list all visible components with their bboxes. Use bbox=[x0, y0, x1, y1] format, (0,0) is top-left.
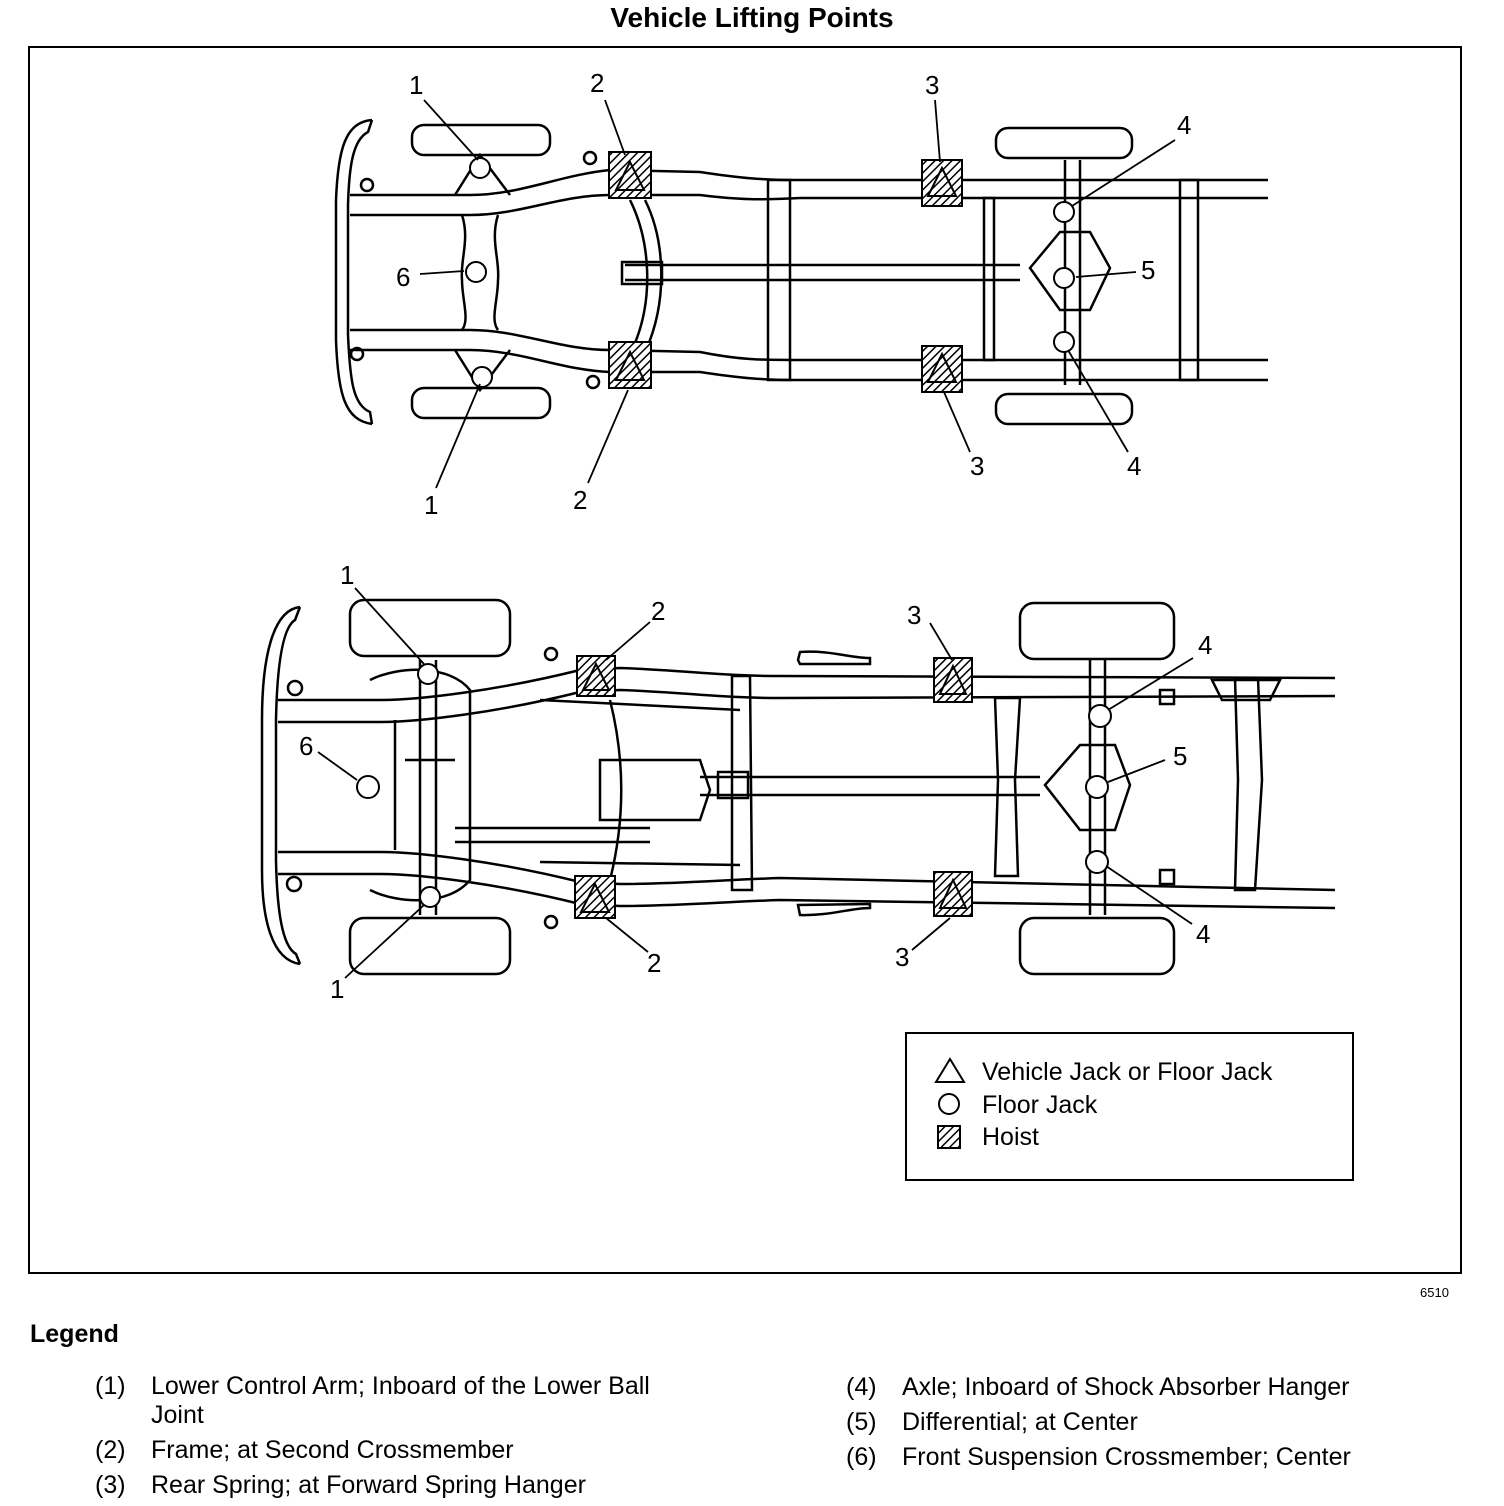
legend-item: (3) Rear Spring; at Forward Spring Hange… bbox=[95, 1471, 695, 1500]
callout-4-bottom-lower: 4 bbox=[1196, 919, 1210, 949]
bottom-leader-lines bbox=[317, 587, 1194, 979]
circle-icon bbox=[938, 1093, 960, 1115]
chassis-diagram: 1 1 2 2 3 3 4 4 5 6 1 1 2 2 3 3 4 4 5 6 … bbox=[260, 68, 1354, 1181]
callout-2-bottom-lower: 2 bbox=[647, 948, 661, 978]
legend-item-number: (1) bbox=[95, 1372, 126, 1400]
legend-column-left: (1) Lower Control Arm; Inboard of the Lo… bbox=[95, 1372, 695, 1506]
callout-4-top: 4 bbox=[1177, 110, 1191, 140]
key-circle-label: Floor Jack bbox=[982, 1091, 1098, 1119]
callout-1-bottom: 1 bbox=[340, 560, 354, 590]
legend-item: (2) Frame; at Second Crossmember bbox=[95, 1436, 695, 1465]
legend-item-text: Frame; at Second Crossmember bbox=[151, 1436, 514, 1464]
figure-number: 6510 bbox=[1420, 1285, 1449, 1300]
legend-column-right: (4) Axle; Inboard of Shock Absorber Hang… bbox=[846, 1373, 1466, 1478]
callout-4-top-lower: 4 bbox=[1127, 451, 1141, 481]
legend-item-text: Axle; Inboard of Shock Absorber Hanger bbox=[902, 1373, 1350, 1401]
legend-item-text: Differential; at Center bbox=[902, 1408, 1138, 1436]
top-lift-markers bbox=[465, 151, 1075, 393]
triangle-icon bbox=[934, 1057, 966, 1083]
top-leader-lines bbox=[419, 99, 1176, 489]
key-hatched-label: Hoist bbox=[982, 1123, 1039, 1151]
legend-item-number: (4) bbox=[846, 1373, 877, 1401]
callout-6-top: 6 bbox=[396, 262, 410, 292]
legend-item-number: (3) bbox=[95, 1471, 126, 1499]
legend-item: (5) Differential; at Center bbox=[846, 1408, 1466, 1437]
callout-3-top-lower: 3 bbox=[970, 451, 984, 481]
callout-6-bottom: 6 bbox=[299, 731, 313, 761]
callout-labels: 1 1 2 2 3 3 4 4 5 6 1 1 2 2 3 3 4 4 5 6 bbox=[299, 68, 1212, 1004]
callout-5-top: 5 bbox=[1141, 255, 1155, 285]
diagram-frame bbox=[28, 46, 1462, 1274]
bottom-chassis bbox=[260, 598, 1336, 976]
callout-3-bottom-lower: 3 bbox=[895, 942, 909, 972]
callout-3-bottom: 3 bbox=[907, 600, 921, 630]
callout-4-bottom: 4 bbox=[1198, 630, 1212, 660]
callout-1-top-lower: 1 bbox=[424, 490, 438, 520]
legend-item-text: Front Suspension Crossmember; Center bbox=[902, 1443, 1351, 1471]
callout-1-top: 1 bbox=[409, 70, 423, 100]
legend-item-number: (2) bbox=[95, 1436, 126, 1464]
legend-title: Legend bbox=[30, 1320, 119, 1348]
callout-3-top: 3 bbox=[925, 70, 939, 100]
callout-2-top: 2 bbox=[590, 68, 604, 98]
bottom-lift-markers bbox=[356, 655, 1112, 919]
callout-2-top-lower: 2 bbox=[573, 485, 587, 515]
hatched-square-icon bbox=[937, 1125, 961, 1149]
page-title: Vehicle Lifting Points bbox=[610, 2, 894, 33]
legend-item: (1) Lower Control Arm; Inboard of the Lo… bbox=[95, 1372, 695, 1430]
legend-item-number: (5) bbox=[846, 1408, 877, 1436]
legend-item: (6) Front Suspension Crossmember; Center bbox=[846, 1443, 1466, 1472]
key-triangle-label: Vehicle Jack or Floor Jack bbox=[982, 1058, 1273, 1086]
callout-1-bottom-lower: 1 bbox=[330, 974, 344, 1004]
legend-item-text: Lower Control Arm; Inboard of the Lower … bbox=[151, 1372, 650, 1429]
callout-5-bottom: 5 bbox=[1173, 741, 1187, 771]
symbol-key: Vehicle Jack or Floor Jack Floor Jack Ho… bbox=[905, 1032, 1354, 1181]
legend-item-text: Rear Spring; at Forward Spring Hanger bbox=[151, 1471, 586, 1499]
legend-item-number: (6) bbox=[846, 1443, 877, 1471]
legend-item: (4) Axle; Inboard of Shock Absorber Hang… bbox=[846, 1373, 1466, 1402]
callout-2-bottom: 2 bbox=[651, 596, 665, 626]
